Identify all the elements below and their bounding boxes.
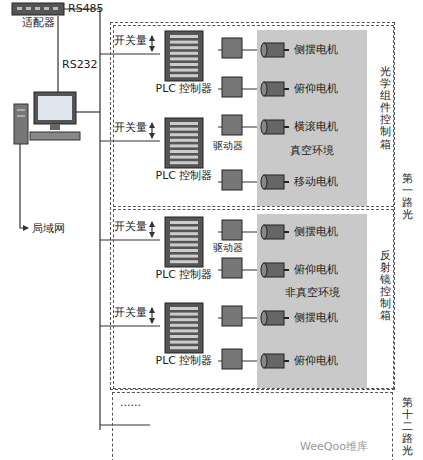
plc-node: PLC 控制器 xyxy=(150,30,218,95)
motor-node: 俯仰电机 xyxy=(260,256,364,284)
computer-icon xyxy=(14,92,80,144)
environment-band: 非真空环境侧摆电机俯仰电机侧摆电机俯仰电机 xyxy=(257,214,367,388)
motor-label: 俯仰电机 xyxy=(294,354,338,367)
driver-icons xyxy=(222,38,242,369)
motor-icon xyxy=(260,79,290,99)
annotation-label: 开关量 xyxy=(114,34,147,47)
motor-icon xyxy=(260,351,290,371)
plc-label: PLC 控制器 xyxy=(150,268,218,281)
motor-label: 移动电机 xyxy=(294,175,338,188)
plc-node: PLC 控制器 xyxy=(150,302,218,367)
motor-node: 俯仰电机 xyxy=(260,75,364,103)
annotation-label: ...... xyxy=(120,396,141,409)
annotation-label: 开关量 xyxy=(114,121,147,134)
motor-icon xyxy=(260,260,290,280)
environment-label: 真空环境 xyxy=(257,144,367,157)
environment-band: 真空环境 侧摆电机俯仰电机横滚电机移动电机 xyxy=(257,30,367,206)
plc-icon xyxy=(164,30,204,82)
motor-icon xyxy=(260,40,290,60)
annotation-label: RS485 xyxy=(68,2,104,15)
motor-node: 侧摆电机 xyxy=(260,304,364,332)
plc-icon xyxy=(164,216,204,268)
plc-label: PLC 控制器 xyxy=(150,82,218,95)
motor-node: 移动电机 xyxy=(260,168,364,196)
environment-label: 非真空环境 xyxy=(257,286,367,299)
motor-node: 横滚电机 xyxy=(260,113,364,141)
motor-label: 横滚电机 xyxy=(294,120,338,133)
plc-node: PLC 控制器 xyxy=(150,117,218,182)
plc-node: PLC 控制器 xyxy=(150,216,218,281)
region-heading: 反射镜控制箱 xyxy=(380,250,391,323)
motor-label: 俯仰电机 xyxy=(294,263,338,276)
adapter-label: 适配器 xyxy=(8,16,68,29)
region-heading: 第十二路光 xyxy=(402,397,413,457)
motor-node: 俯仰电机 xyxy=(260,347,364,375)
motor-icon xyxy=(260,222,290,242)
control-region: 第一路光光学组件控制箱PLC 控制器PLC 控制器真空环境侧摆电机俯仰电机横滚电… xyxy=(110,22,395,390)
plc-icon xyxy=(164,302,204,354)
annotation-label: 驱动器 xyxy=(213,140,243,152)
region-heading: 光学组件控制箱 xyxy=(380,66,391,151)
watermark: WeeQoo维库 xyxy=(300,440,368,453)
motor-node: 侧摆电机 xyxy=(260,36,364,64)
annotation-label: 局域网 xyxy=(32,222,65,235)
annotation-label: 开关量 xyxy=(114,306,147,319)
motor-label: 俯仰电机 xyxy=(294,82,338,95)
plc-label: PLC 控制器 xyxy=(150,169,218,182)
motor-icon xyxy=(260,172,290,192)
motor-icon xyxy=(260,117,290,137)
motor-icon xyxy=(260,308,290,328)
annotation-label: RS232 xyxy=(62,58,98,71)
motor-label: 侧摆电机 xyxy=(294,225,338,238)
adapter-icon xyxy=(11,2,65,16)
annotation-label: 驱动器 xyxy=(213,242,243,254)
adapter-node: 适配器 xyxy=(8,2,68,36)
control-region: 反射镜控制箱PLC 控制器PLC 控制器非真空环境侧摆电机俯仰电机侧摆电机俯仰电… xyxy=(113,209,394,389)
motor-label: 侧摆电机 xyxy=(294,43,338,56)
control-region: 光学组件控制箱PLC 控制器PLC 控制器真空环境侧摆电机俯仰电机横滚电机移动电… xyxy=(113,25,394,207)
plc-icon xyxy=(164,117,204,169)
annotation-label: 开关量 xyxy=(114,220,147,233)
motor-node: 侧摆电机 xyxy=(260,218,364,246)
motor-label: 侧摆电机 xyxy=(294,311,338,324)
region-heading: 第一路光 xyxy=(402,173,413,221)
plc-label: PLC 控制器 xyxy=(150,354,218,367)
